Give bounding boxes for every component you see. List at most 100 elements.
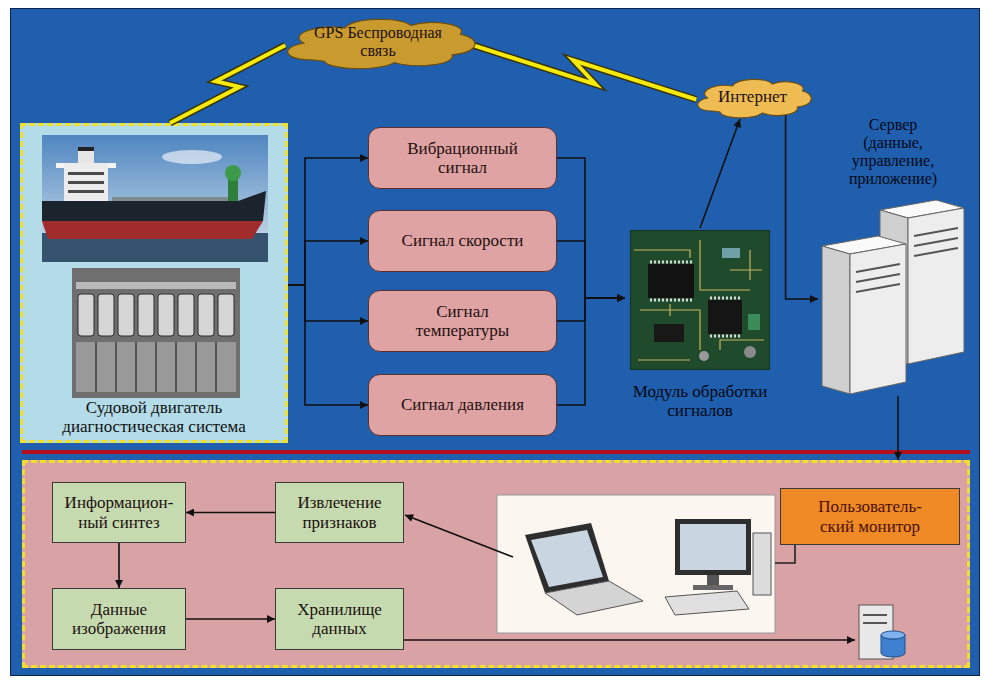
node-label: Извлечение признаков <box>282 493 397 531</box>
arrow-connector <box>557 298 625 321</box>
window-row <box>68 190 104 193</box>
arrow-connector <box>288 285 368 405</box>
node-label: Сервер (данные, управление, приложение) <box>844 116 942 188</box>
signal-box: Сигнал температуры <box>368 290 557 352</box>
monitor-screen <box>680 524 746 570</box>
component <box>748 314 760 330</box>
cylinder-head <box>158 294 174 336</box>
bolt-outline <box>170 45 285 123</box>
cylinder-head <box>198 294 214 336</box>
laptop-display <box>531 530 603 587</box>
capacitor <box>699 351 709 361</box>
signal-box: Вибрационный сигнал <box>368 127 557 189</box>
process-box: Данные изображения <box>52 588 186 650</box>
leader-arrow <box>403 639 855 641</box>
arrow-connector <box>700 119 740 228</box>
cylinder-head <box>138 294 154 336</box>
gps-cloud: GPS Беспроводная связь <box>275 10 481 74</box>
arrow-connector <box>786 115 818 299</box>
ship-bottom <box>42 221 263 239</box>
funnel <box>78 147 94 163</box>
ship-photo <box>42 135 268 262</box>
funnel-band <box>78 147 94 151</box>
pcb-traces <box>634 240 764 360</box>
drive-slots <box>914 228 958 256</box>
window-row <box>68 181 104 184</box>
diagnostic-system-panel: Судовой двигатель диагностическая систем… <box>20 123 288 443</box>
server-node: Сервер (данные, управление, приложение) <box>818 114 968 396</box>
bolt-fill <box>170 45 285 123</box>
wireless-bolt <box>170 45 285 123</box>
keyboard <box>665 591 749 615</box>
monitor-wire <box>775 545 795 563</box>
node-label: Судовой двигатель диагностическая систем… <box>47 398 262 436</box>
signal-box: Сигнал скорости <box>368 210 557 272</box>
process-box: Хранилище данных <box>275 588 404 650</box>
chip <box>708 300 742 334</box>
node-label: Хранилище данных <box>282 600 397 638</box>
internet-cloud: Интернет <box>690 72 815 122</box>
component <box>722 248 740 258</box>
server-front <box>850 244 906 394</box>
monitoring-panel: Информацион- ный синтез Извлечение призна… <box>22 460 970 668</box>
node-label: GPS Беспроводная связь <box>303 24 453 60</box>
user-monitor-box: Пользователь- ский монитор <box>780 488 960 545</box>
capacitor <box>744 346 756 358</box>
crane-top <box>225 165 241 181</box>
cylinder-head <box>98 294 114 336</box>
circuit-board-photo <box>630 230 770 370</box>
arrow-connector <box>186 618 275 620</box>
node-label: Сигнал давления <box>401 395 524 414</box>
block-ribs <box>96 342 216 392</box>
monitor-neck <box>707 575 719 585</box>
node-label: Информацион- ный синтез <box>59 493 179 531</box>
cylinder-head <box>118 294 134 336</box>
node-label: Сигнал скорости <box>402 231 524 250</box>
node-label: Модуль обработки сигналов <box>627 382 773 420</box>
process-box: Извлечение признаков <box>275 482 404 543</box>
chip <box>654 324 684 342</box>
engine-block <box>76 342 236 392</box>
node-label: Интернет <box>718 87 787 106</box>
signal-box: Сигнал давления <box>368 374 557 436</box>
node-label: Пользователь- ский монитор <box>808 497 933 535</box>
bolt-fill <box>473 45 697 99</box>
computer-panel <box>497 495 775 633</box>
arrow-connector <box>557 241 625 298</box>
chip <box>648 264 694 298</box>
engine-photo <box>72 268 240 398</box>
cylinder-head <box>78 294 94 336</box>
arrow-connector <box>288 158 368 285</box>
bolt-outline <box>473 45 697 99</box>
cloud-outline <box>698 79 812 117</box>
arrow-connector <box>288 285 368 321</box>
arrow-connector <box>288 241 368 285</box>
db-cylinder-top <box>881 631 905 639</box>
deck-pipe <box>112 197 234 201</box>
db-slots <box>863 615 887 623</box>
monitor-foot <box>693 585 733 590</box>
arrow-connector <box>897 396 899 460</box>
process-box: Информацион- ный синтез <box>52 482 186 543</box>
signal-processing-module: Модуль обработки сигналов <box>625 228 775 423</box>
wireless-bolt <box>473 45 697 99</box>
arrow-connector <box>557 158 625 298</box>
window-row <box>68 172 104 175</box>
arrow-connector <box>557 298 625 405</box>
server-icon <box>818 196 968 396</box>
pc-tower <box>753 533 771 595</box>
pcb <box>630 230 770 370</box>
monitor-frame <box>675 519 751 575</box>
sky-cloud <box>162 150 222 164</box>
arrow-connector <box>186 512 275 514</box>
laptop-screen <box>525 523 609 593</box>
arrow-connector <box>118 543 120 588</box>
node-label: Сигнал температуры <box>393 302 533 340</box>
fuel-rail <box>76 282 236 289</box>
leader-arrow <box>405 515 513 557</box>
server-front <box>908 208 964 364</box>
cylinder-head <box>218 294 234 336</box>
node-label: Вибрационный сигнал <box>393 139 533 177</box>
sky <box>42 135 268 262</box>
